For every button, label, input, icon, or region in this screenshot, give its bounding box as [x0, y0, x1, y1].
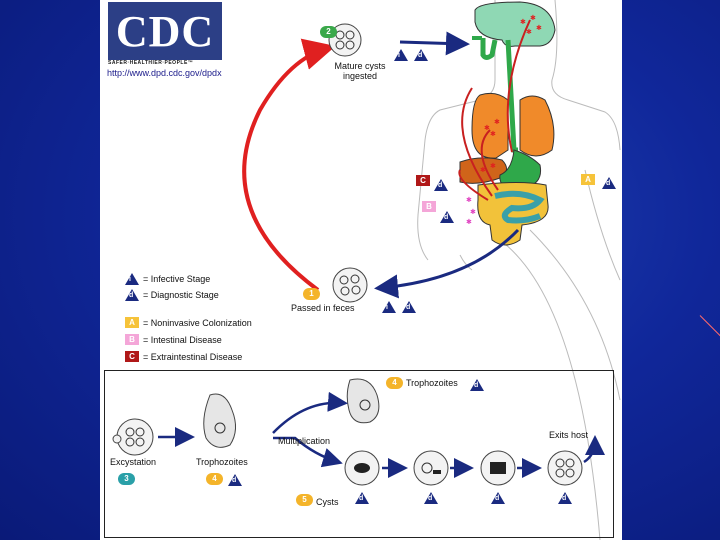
- legend-c: C= Extraintestinal Disease: [125, 351, 242, 362]
- svg-text:✱: ✱: [490, 162, 496, 170]
- svg-text:✱: ✱: [466, 196, 472, 204]
- diagnostic-marker-bottom: d: [402, 300, 416, 318]
- svg-text:✱: ✱: [490, 130, 496, 138]
- intestinal-stages-box: [104, 370, 614, 538]
- diagnostic-marker-cyst-4: d: [558, 491, 572, 509]
- mature-cyst-ingested: [328, 23, 362, 57]
- svg-text:✱: ✱: [494, 118, 500, 126]
- marker-b-d: d: [440, 210, 454, 228]
- cyst-progression-arrows: [382, 435, 605, 478]
- multiplication-label: Multiplication: [278, 436, 331, 446]
- step-4-badge-upper: 4: [386, 377, 403, 389]
- svg-text:✱: ✱: [484, 124, 490, 132]
- invasion-red-tracts: [458, 19, 531, 201]
- exits-host-label: Exits host: [549, 430, 589, 440]
- marker-a-d: d: [602, 176, 616, 194]
- small-intestine: [494, 190, 545, 224]
- diagnostic-marker-cyst-3: d: [491, 491, 505, 509]
- passed-blue-arrow: [374, 228, 520, 299]
- svg-text:✱: ✱: [470, 208, 476, 216]
- diagnostic-marker-troph-lower: d: [228, 473, 242, 491]
- step-3-badge: 3: [118, 473, 135, 485]
- cyst-stage-1: [344, 450, 380, 486]
- svg-text:✱: ✱: [530, 14, 536, 22]
- intestine-lesions: ✱ ✱ ✱: [466, 196, 476, 226]
- legend-diagnostic: d= Diagnostic Stage: [125, 289, 219, 301]
- step-4-badge-lower: 4: [206, 473, 223, 485]
- diagnostic-marker-cyst-2: d: [424, 491, 438, 509]
- legend-b: B= Intestinal Disease: [125, 334, 222, 345]
- trophozoites-label-upper: Trophozoites: [406, 378, 458, 388]
- infective-marker-top: i: [394, 48, 408, 66]
- excystation-label: Excystation: [110, 457, 157, 467]
- multiplication-arrow-up: [272, 391, 348, 434]
- marker-a: A: [581, 174, 595, 185]
- marker-b: B: [422, 201, 436, 212]
- marker-c-d: d: [434, 178, 448, 196]
- source-url: http://www.dpd.cdc.gov/dpdx: [107, 68, 222, 78]
- ingest-blue-arrow: [399, 31, 470, 56]
- svg-text:✱: ✱: [536, 24, 542, 32]
- lung-left: [471, 92, 509, 159]
- lifecycle-panel: CDC SAFER·HEALTHIER·PEOPLE™ http://www.d…: [100, 0, 622, 540]
- lung-lesions: ✱✱✱: [484, 118, 500, 138]
- cyst-stage-4: [547, 450, 583, 486]
- step-1-badge: 1: [303, 288, 320, 300]
- legend-a: A= Noninvasive Colonization: [125, 317, 252, 328]
- cdc-tagline: SAFER·HEALTHIER·PEOPLE™: [108, 60, 194, 66]
- diagnostic-marker-troph-upper: d: [470, 378, 484, 396]
- lifecycle-diagram: ✱✱✱✱ ✱✱✱ ✱✱ ✱✱✱: [112, 0, 621, 540]
- slide-decoration-line: [699, 315, 720, 338]
- trophozoites-label-lower: Trophozoites: [196, 457, 248, 467]
- head-brain: [474, 1, 556, 47]
- legend-infective: i= Infective Stage: [125, 273, 210, 285]
- trophozoite-amoeba: [203, 393, 236, 448]
- step-2-badge: 2: [320, 26, 337, 38]
- cdc-logo: CDC: [108, 2, 222, 60]
- passed-feces-label: Passed in feces: [291, 303, 355, 313]
- excystation-cell: [112, 418, 154, 456]
- cyst-stage-2: [413, 450, 449, 486]
- ingestion-red-arrow: [242, 38, 336, 292]
- step-5-badge: 5: [296, 494, 313, 506]
- cyst-stage-3: [480, 450, 516, 486]
- mature-cysts-label: Mature cysts ingested: [334, 61, 386, 81]
- marker-c: C: [416, 175, 430, 186]
- lung-right: [519, 95, 555, 157]
- infective-marker-bottom: i: [382, 300, 396, 318]
- svg-text:✱: ✱: [480, 166, 486, 174]
- svg-text:✱: ✱: [526, 28, 532, 36]
- diagnostic-marker-cyst-1: d: [355, 491, 369, 509]
- liver-lesions: ✱✱: [480, 162, 496, 174]
- svg-text:✱: ✱: [520, 18, 526, 26]
- multiplication-arrow-down: [273, 436, 343, 468]
- cysts-label: Cysts: [316, 497, 339, 507]
- svg-text:✱: ✱: [466, 218, 472, 226]
- diagnostic-marker-top: d: [414, 48, 428, 66]
- brain-lesions: ✱✱✱✱: [520, 14, 542, 36]
- cyst-in-feces: [332, 267, 368, 303]
